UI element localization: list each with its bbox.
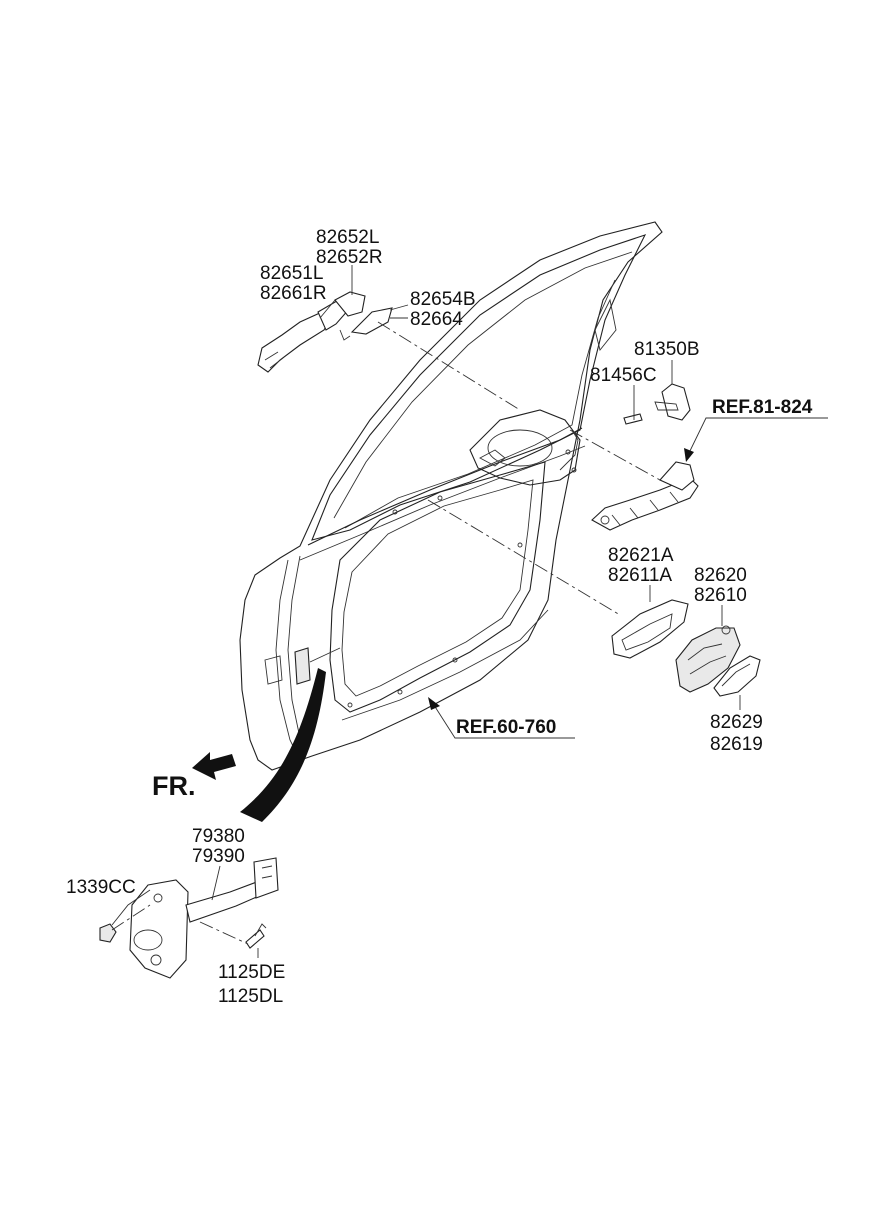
label-82619: 82619	[710, 734, 763, 755]
door-check-nut	[99, 923, 117, 943]
label-82651L: 82651L	[260, 263, 323, 284]
leader-lines	[111, 265, 828, 958]
label-82652R: 82652R	[316, 247, 383, 268]
label-1125DE: 1125DE	[218, 962, 285, 983]
label-fr: FR.	[152, 771, 196, 801]
label-79390: 79390	[192, 846, 245, 867]
label-1125DL: 1125DL	[218, 986, 283, 1007]
latch-assy	[591, 461, 699, 531]
label-82620: 82620	[694, 565, 747, 586]
label-82652L: 82652L	[316, 227, 379, 248]
label-81456C: 81456C	[590, 365, 657, 386]
door-check-bolt	[245, 923, 267, 949]
inside-handle-bezel	[713, 655, 761, 697]
inside-handle-housing	[675, 625, 741, 693]
label-82654B: 82654B	[410, 289, 476, 310]
door-check-leader	[240, 668, 326, 822]
ref81-arrow	[684, 448, 694, 462]
label-82611A: 82611A	[608, 565, 672, 586]
label-82610: 82610	[694, 585, 747, 606]
label-ref-81-824: REF.81-824	[712, 397, 813, 418]
label-81350B: 81350B	[634, 339, 700, 360]
door-check	[129, 857, 279, 979]
inside-handle	[611, 599, 689, 659]
outside-handle-assy	[257, 291, 393, 373]
front-door	[239, 221, 663, 771]
fr-arrow	[192, 752, 236, 780]
ref60-arrow	[428, 697, 440, 710]
label-82629: 82629	[710, 712, 763, 733]
label-79380: 79380	[192, 826, 245, 847]
label-82661R: 82661R	[260, 283, 327, 304]
label-82621A: 82621A	[608, 545, 674, 566]
label-1339CC: 1339CC	[66, 877, 136, 898]
label-ref-60-760: REF.60-760	[456, 717, 556, 738]
label-82664: 82664	[410, 309, 463, 330]
